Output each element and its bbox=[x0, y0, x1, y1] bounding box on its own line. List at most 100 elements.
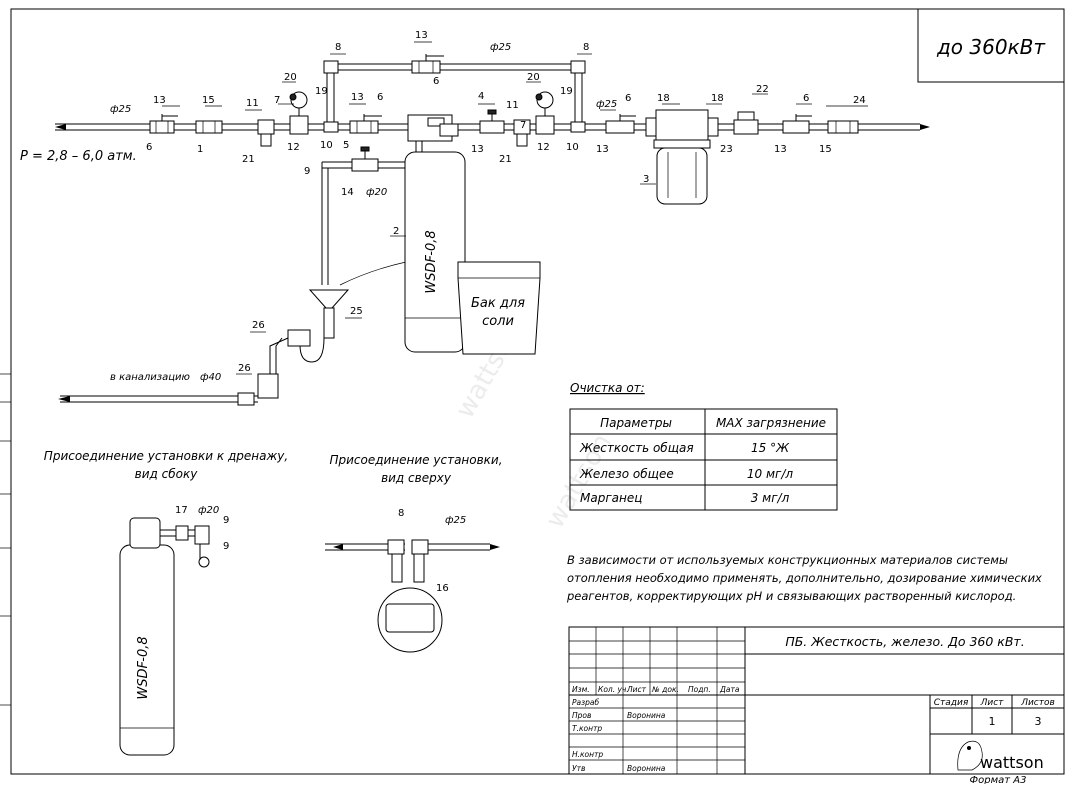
softener-connections bbox=[321, 141, 423, 286]
note-text: В зависимости от используемых конструкци… bbox=[566, 553, 1042, 603]
salt-tank-label-2: соли bbox=[482, 314, 514, 329]
callout: 6 bbox=[433, 76, 439, 87]
sheet-frame bbox=[10, 8, 1065, 775]
callout: 21 bbox=[499, 154, 512, 165]
filter-label: WSDF-0,8 bbox=[424, 230, 439, 293]
side-view-drawing: WSDF-0,8 bbox=[119, 517, 210, 756]
callout: 17 bbox=[175, 505, 188, 516]
cleaning-title: Очистка от: bbox=[570, 381, 645, 395]
table-header-param: Параметры bbox=[600, 416, 672, 430]
pipe-label-side: ф20 bbox=[198, 505, 219, 516]
tb-name: Воронина bbox=[627, 711, 666, 720]
pressure-gauge-20b bbox=[535, 91, 555, 135]
drain-assembly bbox=[58, 289, 350, 406]
cartridge-filter-3 bbox=[645, 109, 719, 205]
tb-sheets-header: Листов bbox=[1020, 698, 1055, 708]
fitting-24 bbox=[827, 120, 859, 134]
callout: 3 bbox=[643, 174, 649, 185]
callout: 6 bbox=[625, 93, 631, 104]
note-line-1: В зависимости от используемых конструкци… bbox=[567, 553, 1008, 567]
callout: 21 bbox=[242, 154, 255, 165]
tb-role: Пров bbox=[572, 711, 591, 720]
callout: 14 bbox=[341, 187, 354, 198]
callout: 26 bbox=[252, 320, 265, 331]
callout: 12 bbox=[287, 142, 300, 153]
callout: 8 bbox=[335, 42, 341, 53]
pressure-label: Р = 2,8 – 6,0 атм. bbox=[20, 149, 137, 164]
title-block: ПБ. Жесткость, железо. До 360 кВт. Изм. … bbox=[568, 626, 1065, 786]
control-valve-head bbox=[407, 114, 459, 142]
tb-stage-header: Стадия bbox=[934, 698, 969, 708]
callout: 18 bbox=[711, 93, 724, 104]
table-cell: Жесткость общая bbox=[579, 441, 694, 455]
callout: 13 bbox=[596, 144, 609, 155]
callout: 24 bbox=[853, 95, 866, 106]
callout: 2 bbox=[393, 226, 399, 237]
callout: 7 bbox=[274, 95, 280, 106]
filter-21b bbox=[513, 119, 531, 147]
callout: 8 bbox=[398, 508, 404, 519]
leader-lines bbox=[162, 41, 868, 375]
pipe-label-top: ф25 bbox=[445, 515, 466, 526]
table-cell: 10 мг/л bbox=[747, 467, 793, 481]
pipe-label-loop: ф20 bbox=[366, 187, 387, 198]
table-cell: 15 °Ж bbox=[751, 441, 790, 455]
tb-col-header: Кол. уч. bbox=[598, 685, 629, 694]
pipe-label-drain: ф40 bbox=[200, 372, 221, 383]
pipe-label-main-in: ф25 bbox=[110, 104, 131, 115]
params-table: Параметры MAX загрязнение Жесткость обща… bbox=[569, 408, 838, 511]
callout: 13 bbox=[351, 92, 364, 103]
callout: 26 bbox=[238, 363, 251, 374]
top-view-drawing bbox=[325, 539, 500, 653]
bypass-valve-13 bbox=[411, 54, 444, 74]
fitting-15a bbox=[195, 120, 223, 134]
callout: 20 bbox=[284, 72, 297, 83]
table-cell: Железо общее bbox=[579, 467, 674, 481]
tb-role: Разраб bbox=[572, 698, 599, 707]
callout: 6 bbox=[146, 142, 152, 153]
tb-col-header: Лист bbox=[626, 685, 647, 694]
left-margin-ticks bbox=[0, 373, 11, 706]
side-view-title-1: Присоединение установки к дренажу, bbox=[44, 449, 288, 463]
callout: 25 bbox=[350, 306, 363, 317]
tb-role: Утв bbox=[572, 764, 585, 773]
ball-valve-13a bbox=[149, 114, 178, 134]
callout: 9 bbox=[223, 541, 229, 552]
callout: 6 bbox=[377, 92, 383, 103]
callout: 20 bbox=[527, 72, 540, 83]
callout: 11 bbox=[506, 100, 519, 111]
callout: 23 bbox=[720, 144, 733, 155]
flow-meter-22 bbox=[733, 111, 759, 135]
top-view-title-2: вид сверху bbox=[381, 471, 452, 485]
pipe-label-bypass: ф25 bbox=[490, 42, 511, 53]
tb-sheets-count: 3 bbox=[1035, 715, 1042, 728]
ball-valve-13f bbox=[782, 114, 812, 134]
table-cell: 3 мг/л bbox=[751, 491, 790, 505]
callout: 19 bbox=[560, 86, 573, 97]
tb-col-header: Дата bbox=[719, 685, 740, 694]
tb-col-header: Подп. bbox=[688, 685, 711, 694]
callout: 5 bbox=[343, 140, 349, 151]
top-view-title-1: Присоединение установки, bbox=[329, 453, 502, 467]
power-stamp bbox=[917, 8, 1065, 83]
callout: 4 bbox=[478, 91, 484, 102]
callout: 8 bbox=[583, 42, 589, 53]
callout: 18 bbox=[657, 93, 670, 104]
table-header-max: MAX загрязнение bbox=[716, 416, 826, 430]
salt-tank: Бак для соли bbox=[457, 261, 541, 355]
note-line-3: реагентов, корректирующих pH и связывающ… bbox=[566, 589, 1016, 603]
callout: 13 bbox=[153, 95, 166, 106]
callout: 6 bbox=[803, 93, 809, 104]
callout-numbers: 8 8 13 6 13 15 6 1 11 7 20 19 21 12 10 1… bbox=[146, 30, 866, 594]
callout: 12 bbox=[537, 142, 550, 153]
drain-destination-label: в канализацию bbox=[110, 372, 190, 383]
callout: 15 bbox=[202, 95, 215, 106]
tb-col-header: № док. bbox=[651, 685, 679, 694]
tb-sheet-header: Лист bbox=[980, 698, 1005, 708]
tb-name: Воронина bbox=[627, 764, 666, 773]
side-filter-label: WSDF-0,8 bbox=[136, 636, 151, 699]
note-line-2: отопления необходимо применять, дополнит… bbox=[567, 571, 1042, 585]
callout: 10 bbox=[566, 142, 579, 153]
table-cell: Марганец bbox=[580, 491, 642, 505]
